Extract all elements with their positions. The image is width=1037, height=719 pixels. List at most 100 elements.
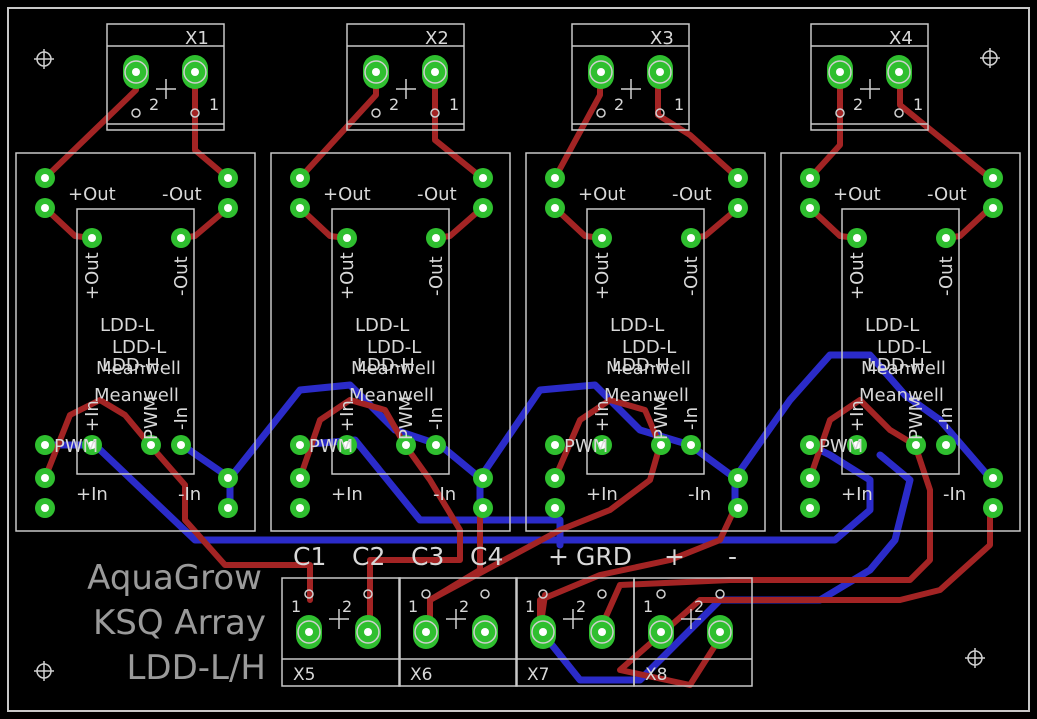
- connector-x4-pin2: [827, 55, 853, 89]
- trace-red-x2-b: [432, 67, 485, 181]
- connector-x8-label: X8: [645, 665, 667, 685]
- module-3-pad-in-minus-b: [728, 498, 748, 518]
- module-3-pad-inner-in-plus: [592, 435, 612, 455]
- module-4-label-inner-minus-out: -Out: [936, 256, 957, 296]
- module-2-pad-out-minus-b-drill: [479, 204, 487, 212]
- module-4-pad-inner-pwm-drill: [912, 441, 920, 449]
- trace-blue-1: [41, 441, 874, 544]
- module-1-pad-out-minus-a: [218, 168, 238, 188]
- module-3-pad-inner-out-minus-drill: [687, 234, 695, 242]
- module-4-label-inner-minus-in: -In: [936, 407, 957, 430]
- trace-red-pos: [537, 505, 738, 633]
- connector-x2-mark2: [371, 108, 381, 118]
- connector-x2-pin1-drill: [431, 68, 439, 76]
- module-2-pad-in-plus-b: [290, 498, 310, 518]
- connector-x1-pin2-drill: [132, 68, 140, 76]
- connector-x1-mark1: [190, 108, 200, 118]
- module-1-pad-inner-out-plus-drill: [88, 234, 96, 242]
- module-1-label-meanwell-2: Meanwell: [94, 385, 179, 406]
- module-3-pad-inner-in-minus-drill: [687, 441, 695, 449]
- module-1-pad-out-minus-a-drill: [224, 174, 232, 182]
- module-4-label-minus-out: -Out: [927, 184, 967, 205]
- module-4-pad-in-minus-a-drill: [989, 474, 997, 482]
- module-4-label-meanwell-2: Meanwell: [859, 385, 944, 406]
- module-3-label-inner-pwm: PWM: [651, 396, 672, 440]
- module-3-label-minus-in: -In: [688, 484, 711, 505]
- module-3-pad-in-plus-b: [545, 498, 565, 518]
- connector-x7-pin1-ring: [531, 620, 555, 644]
- board-title-line3: LDD-L/H: [126, 648, 266, 688]
- module-4-pad-inner-pwm: [906, 435, 926, 455]
- connector-x4-pin1-label: 1: [913, 95, 923, 114]
- connector-x7-mark2: [597, 589, 607, 599]
- module-4-label-inner-plus-in: +In: [847, 400, 868, 432]
- module-2-label-meanwell-2: Meanwell: [349, 385, 434, 406]
- connector-x7-pin2: [589, 615, 615, 649]
- connector-x8-pin1-drill: [657, 628, 665, 636]
- module-4-label-inner-pwm: PWM: [906, 396, 927, 440]
- connector-x6-body: [398, 577, 518, 687]
- connector-x4-pin1-ring: [887, 60, 911, 84]
- module-4-pad-out-minus-b: [983, 198, 1003, 218]
- module-3-pad-out-plus-a: [545, 168, 565, 188]
- module-2-pad-inner-in-plus-drill: [343, 441, 351, 449]
- module-4-pad-in-minus-b-drill: [989, 504, 997, 512]
- module-4-pad-in-plus-a: [800, 468, 820, 488]
- connector-x4-body: [810, 23, 929, 131]
- module-3-label-inner-minus-in: -In: [681, 407, 702, 430]
- module-4-pad-out-minus-b-drill: [989, 204, 997, 212]
- connector-x3-mark1: [655, 108, 665, 118]
- module-1-pad-inner-out-plus: [82, 228, 102, 248]
- connector-x8-mark1: [656, 589, 666, 599]
- connector-x3-mark2: [596, 108, 606, 118]
- label-c4: C4: [470, 542, 503, 571]
- trace-red-x1-b: [192, 67, 231, 181]
- module-2-label-inner-plus-out: +Out: [337, 252, 358, 300]
- module-4-pad-in-plus-b: [800, 498, 820, 518]
- module-4-pad-in-plus-b-drill: [806, 504, 814, 512]
- module-3-pad-out-minus-b-drill: [734, 204, 742, 212]
- module-4-pad-in-plus-a-drill: [806, 474, 814, 482]
- connector-x7-pin2-drill: [598, 628, 606, 636]
- module-3-label-meanwell-1: Meanwell: [606, 358, 691, 379]
- module-2-pad-out-plus-b-drill: [296, 204, 304, 212]
- module-4-outline: [780, 152, 1021, 532]
- module-1-pad-inner-out-minus: [171, 228, 191, 248]
- connector-x7-pin1: [530, 615, 556, 649]
- trace-red-m4-pwm: [597, 397, 933, 633]
- connector-x3-body: [571, 23, 690, 131]
- connector-x2-pin1: [422, 55, 448, 89]
- connector-x4-pin2-drill: [836, 68, 844, 76]
- module-1-pad-inner-in-plus: [82, 435, 102, 455]
- module-4-pad-inner-in-plus: [847, 435, 867, 455]
- module-3-pad-pwm: [545, 435, 565, 455]
- module-2-label-ldd-l-2: LDD-L: [367, 337, 421, 358]
- module-3-label-ldd-l-2: LDD-L: [622, 337, 676, 358]
- connector-x1-pin1-drill: [191, 68, 199, 76]
- module-3-label-inner-minus-out: -Out: [681, 256, 702, 296]
- module-2-label-plus-out: +Out: [323, 184, 371, 205]
- module-4-label-ldd-l-1: LDD-L: [865, 315, 919, 336]
- module-1-pad-in-plus-a-drill: [41, 474, 49, 482]
- module-4-label-minus-in: -In: [943, 484, 966, 505]
- connector-x3-pin1-ring: [648, 60, 672, 84]
- module-4-label-meanwell-1: Meanwell: [861, 358, 946, 379]
- module-4-pad-inner-out-plus: [847, 228, 867, 248]
- module-2-pad-in-minus-a-drill: [479, 474, 487, 482]
- connector-x2-pin2-label: 2: [389, 95, 399, 114]
- connector-x1-pin1: [182, 55, 208, 89]
- module-4-pad-pwm-drill: [806, 441, 814, 449]
- module-1-pad-pwm: [35, 435, 55, 455]
- module-2-pad-out-minus-a: [473, 168, 493, 188]
- connector-x5-pin1-drill: [305, 628, 313, 636]
- module-4-label-inner-plus-out: +Out: [847, 252, 868, 300]
- connector-x1-pin2-label: 2: [149, 95, 159, 114]
- module-3-pad-inner-in-plus-drill: [598, 441, 606, 449]
- module-3-label-plus-out: +Out: [578, 184, 626, 205]
- module-1-label-plus-in: +In: [76, 484, 108, 505]
- connector-x8-pin1-ring: [649, 620, 673, 644]
